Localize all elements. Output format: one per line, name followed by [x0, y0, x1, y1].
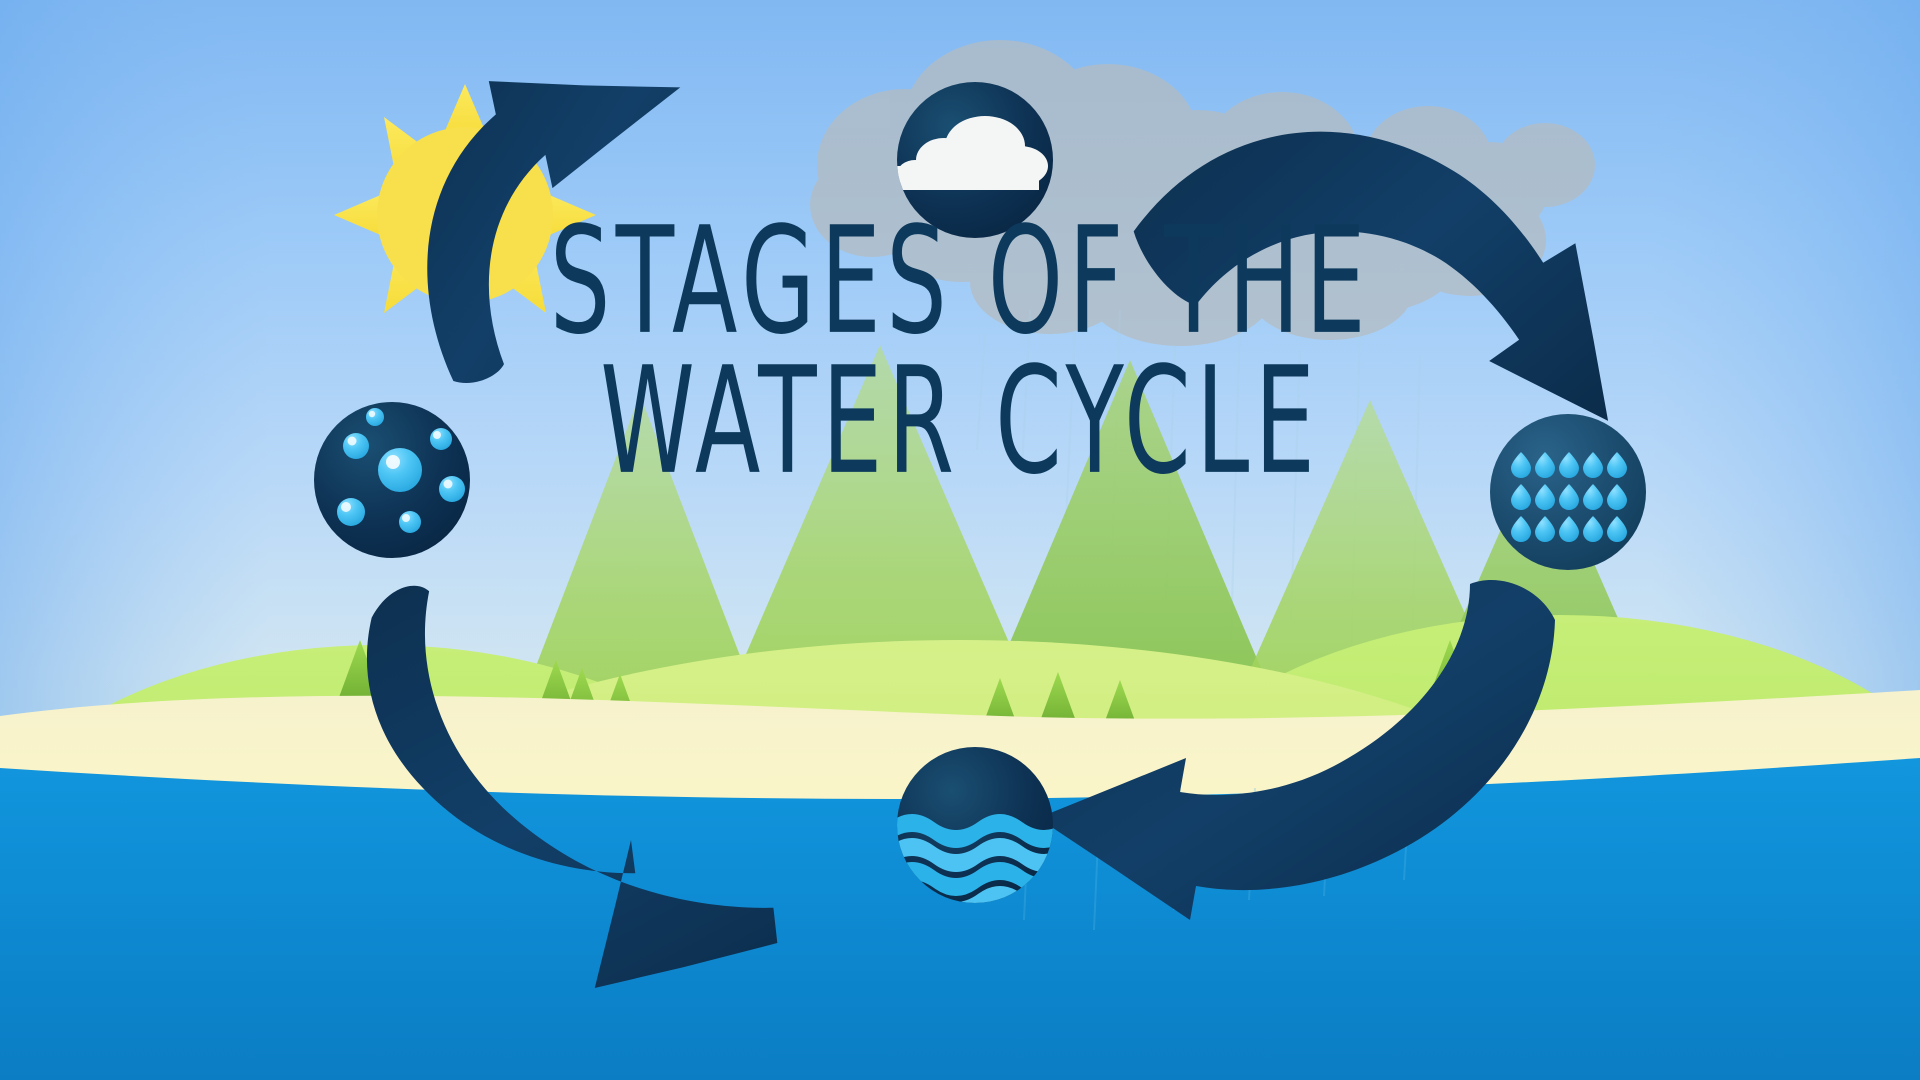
arrow-top-right: [1133, 131, 1609, 421]
evaporation-icon[interactable]: [314, 402, 470, 558]
cloud-glyph: [897, 116, 1048, 190]
raindrops-grid: [1511, 452, 1627, 542]
arrow-up-left: [427, 81, 681, 383]
precipitation-icon[interactable]: [1490, 414, 1646, 570]
arrow-bottom-left: [366, 585, 778, 988]
ocean-water: [0, 758, 1920, 1080]
condensation-icon[interactable]: [897, 82, 1053, 238]
arrow-bottom-right: [1038, 580, 1555, 920]
